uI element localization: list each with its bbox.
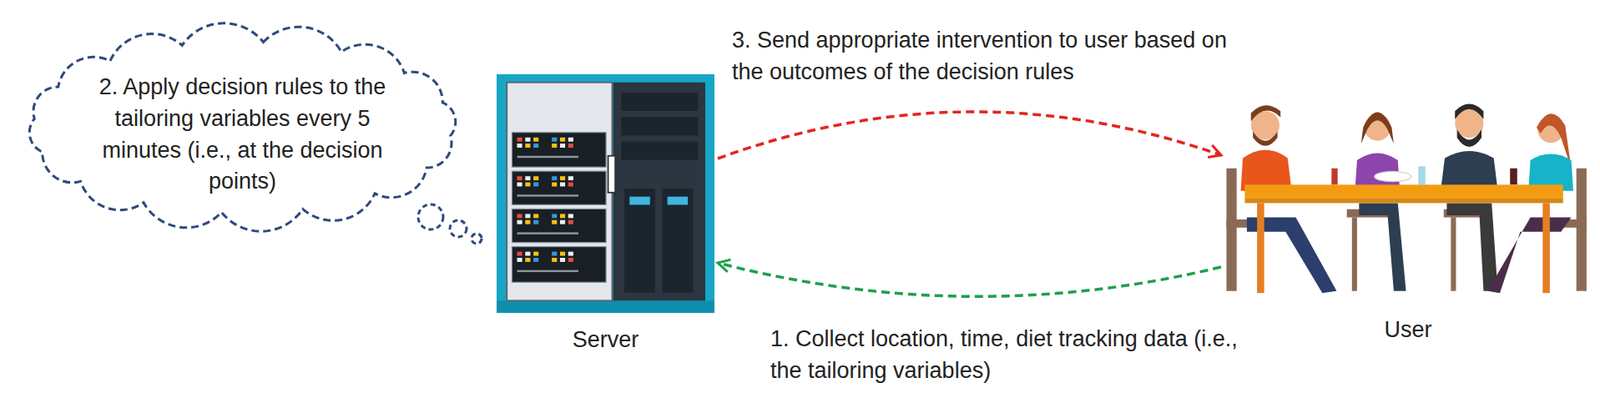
thought-bubble — [418, 204, 444, 230]
thought-cloud: 2. Apply decision rules to the tailoring… — [10, 20, 475, 235]
dashed-arrow — [717, 259, 1222, 297]
edge-label: 3. Send appropriate intervention to user… — [731, 25, 1258, 89]
cloud-text: 2. Apply decision rules to the tailoring… — [87, 71, 399, 198]
diners-illustration — [1224, 96, 1592, 302]
node-label: User — [1224, 314, 1592, 347]
thought-bubble — [471, 233, 482, 244]
thought-bubble — [449, 220, 467, 238]
arrowhead — [1207, 145, 1222, 158]
dashed-arrow — [717, 111, 1222, 159]
edge-label: 1. Collect location, time, diet tracking… — [770, 323, 1259, 388]
server-illustration — [496, 74, 715, 313]
user-node: User — [1224, 96, 1592, 347]
server-node: Server — [496, 74, 715, 357]
arrowhead — [717, 259, 732, 273]
node-label: Server — [496, 324, 715, 357]
